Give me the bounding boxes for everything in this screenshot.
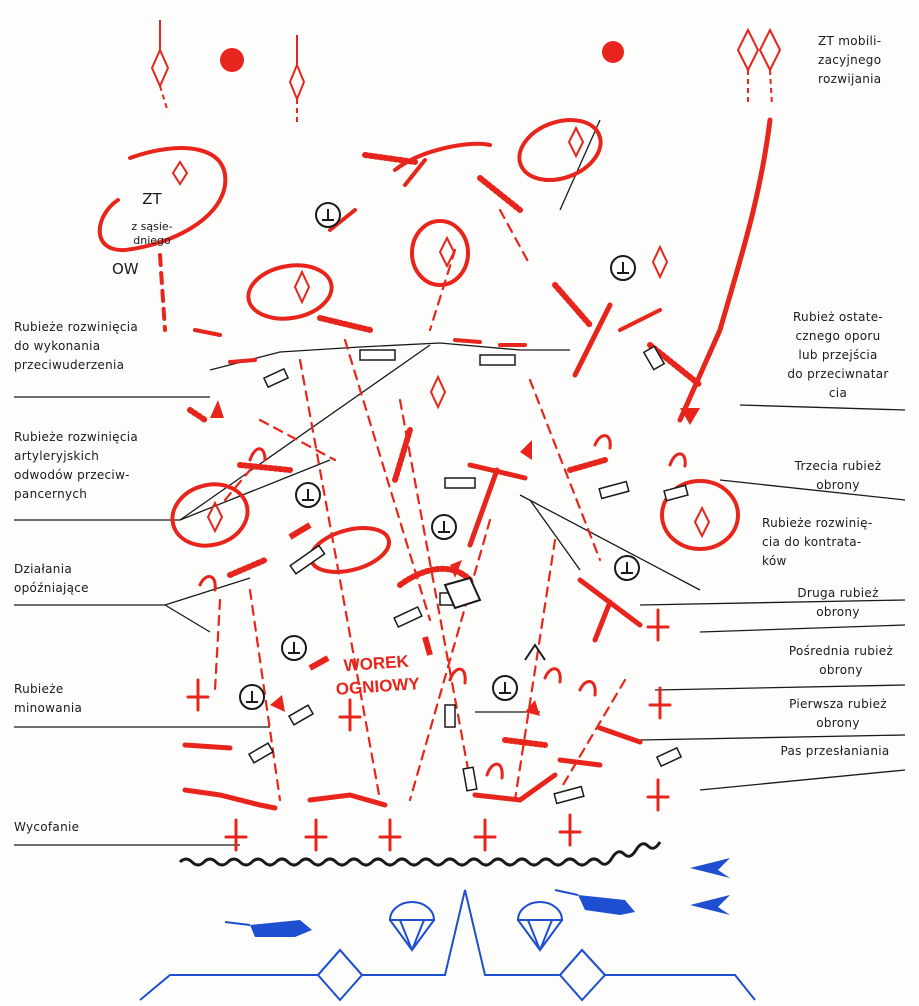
zt-adjacent-label: ZT z sąsie- dniego OW: [112, 178, 192, 290]
withdrawal-label: Wycofanie: [14, 818, 79, 837]
counterattack-lines-label: Rubieże rozwinię- cia do kontrata- ków: [762, 514, 912, 571]
withdrawal-line: [180, 842, 660, 865]
tank-icon: [250, 895, 635, 937]
red-forces: [100, 41, 770, 850]
aircraft-icon: [690, 858, 730, 915]
zt-adjacent-ow: OW: [112, 262, 192, 276]
objective-circle-icon: [602, 41, 624, 63]
third-defence-line-label: Trzecia rubież obrony: [768, 457, 908, 495]
counterstrike-lines-label: Rubieże rozwinięcia do wykonania przeciw…: [14, 318, 138, 375]
objective-circle-icon: [220, 48, 244, 72]
zt-adjacent-title: ZT: [112, 192, 192, 206]
second-defence-line-label: Druga rubież obrony: [768, 584, 908, 622]
parachute-icon: [518, 902, 562, 950]
fire-pocket-label: WOREK OGNIOWY: [321, 648, 434, 702]
zt-mobilization-label: ZT mobili- zacyjnego rozwijania: [818, 32, 913, 89]
antitank-lines-label: Rubieże rozwinięcia artyleryjskich odwod…: [14, 428, 138, 504]
security-zone-label: Pas przesłaniania: [760, 742, 910, 761]
mining-lines-label: Rubieże minowania: [14, 680, 82, 718]
delaying-actions-label: Działania opóźniające: [14, 560, 89, 598]
intermediate-defence-line-label: Pośrednia rubież obrony: [770, 642, 912, 680]
parachute-icon: [390, 902, 434, 950]
last-support-line-label: Rubież ostate- cznego oporu lub przejści…: [768, 308, 908, 403]
first-defence-line-label: Pierwsza rubież obrony: [768, 695, 908, 733]
zt-adjacent-sub: z sąsie- dniego: [112, 220, 192, 248]
enemy-forces: [140, 858, 755, 1000]
